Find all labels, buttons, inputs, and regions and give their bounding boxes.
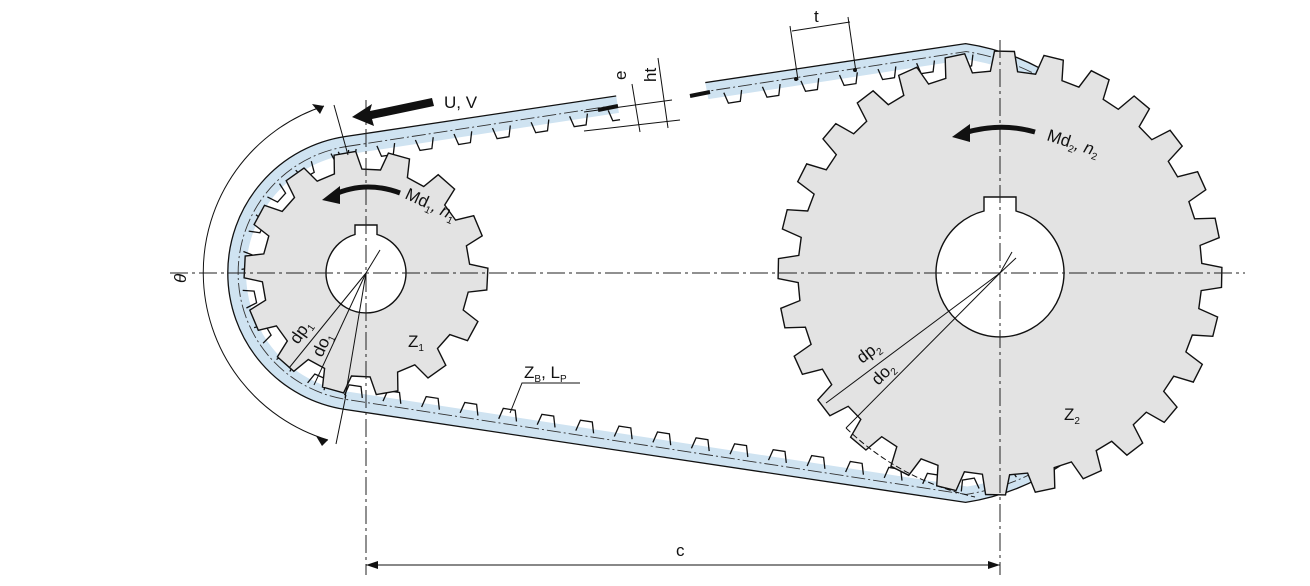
- dp2-line: [825, 272, 1001, 404]
- z1-radius-line: [344, 272, 367, 399]
- pitch-dot-left: [794, 77, 798, 81]
- large-pulley-rotation-arrow-head: [952, 124, 970, 142]
- wrap-angle-arrow-top: [312, 104, 324, 114]
- belt-label-leader: [509, 382, 580, 414]
- large-pitch-arc: [845, 427, 976, 498]
- belt-break-end-right: [689, 90, 711, 98]
- center-distance-arrow-right: [988, 561, 1000, 569]
- do1-line: [313, 272, 367, 386]
- belt-teeth-length-label: ZB, LP: [524, 363, 567, 385]
- e-ht-ext-2: [583, 119, 681, 132]
- large-hub-line: [999, 257, 1017, 274]
- belt-direction-arrow: [352, 98, 434, 126]
- wrap-angle-arc: [202, 105, 329, 441]
- ht-dim-line: [657, 57, 669, 129]
- center-distance-label: c: [676, 541, 685, 560]
- e-label: e: [611, 71, 630, 80]
- belt-speed-label: U, V: [444, 93, 478, 112]
- do2-line: [845, 272, 1001, 429]
- small-pulley-teeth-label: Z1: [408, 332, 424, 354]
- wrap-angle-label: θ: [171, 273, 190, 283]
- pitch-label: t: [814, 7, 819, 26]
- pitch-ext-right: [847, 16, 857, 73]
- e-dim-line: [631, 83, 641, 133]
- dp1-line: [288, 272, 367, 369]
- large-hub-line-2: [999, 251, 1013, 274]
- large-pulley-teeth-label: Z2: [1064, 405, 1080, 427]
- large-pulley-rotation-arrow: [963, 124, 1036, 136]
- pitch-dot-right: [853, 68, 857, 72]
- pitch-ext-left: [789, 25, 799, 81]
- pitch-dimension-line: [791, 21, 851, 32]
- e-ht-ext-1: [583, 99, 673, 113]
- wrap-angle-ref-top: [333, 104, 349, 156]
- wrap-angle-ref-bottom: [335, 394, 347, 445]
- small-pulley-rotation-arrow-head: [322, 186, 340, 204]
- small-hub-line: [365, 249, 381, 274]
- wrap-angle-arrow-bottom: [316, 436, 328, 446]
- center-distance-arrow-left: [366, 561, 378, 569]
- ht-label: ht: [641, 68, 660, 82]
